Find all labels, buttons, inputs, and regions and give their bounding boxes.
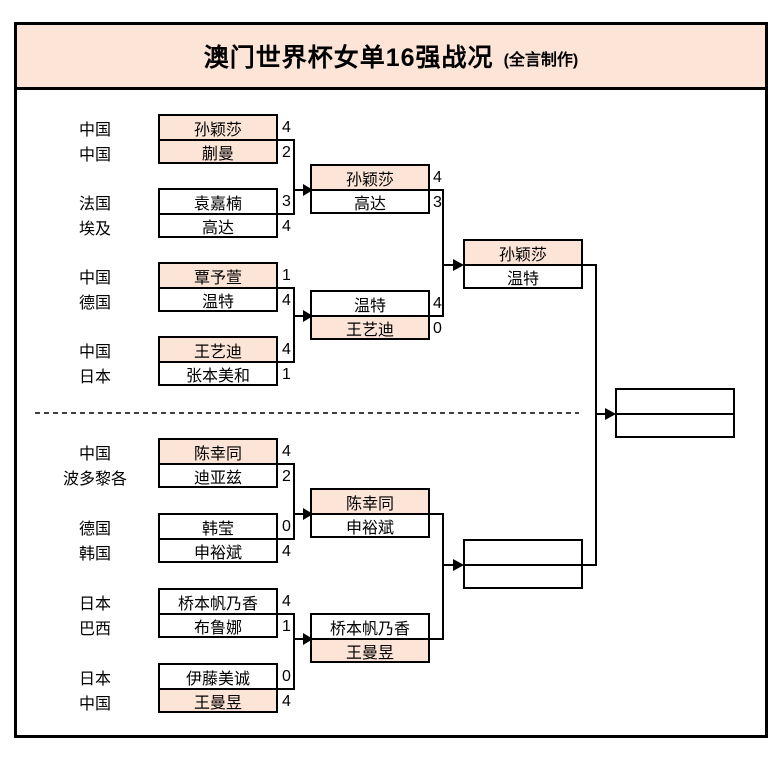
score-label: 0	[282, 517, 291, 535]
score-label: 4	[433, 294, 442, 312]
player-name: 温特	[312, 292, 428, 315]
player-name: 迪亚兹	[160, 463, 276, 486]
player-name: 温特	[160, 287, 276, 310]
connector-arrow-icon	[596, 408, 616, 420]
connector-arrow-icon	[294, 633, 313, 645]
player-name	[617, 390, 733, 413]
player-name: 覃予萱	[160, 264, 276, 287]
country-label: 中国	[78, 695, 111, 713]
score-label: 3	[433, 193, 442, 211]
country-label: 日本	[78, 595, 111, 613]
score-label: 4	[433, 168, 442, 186]
connector-bracket	[583, 264, 597, 566]
player-name: 申裕斌	[160, 538, 276, 561]
connector-bracket	[430, 513, 444, 640]
country-label: 中国	[78, 343, 111, 361]
r16-match-2: 袁嘉楠 高达	[158, 188, 278, 238]
score-label: 0	[282, 667, 291, 685]
country-label: 德国	[78, 520, 111, 538]
connector-bracket	[278, 463, 295, 540]
connector-arrow-icon	[294, 310, 313, 322]
connector-arrow-icon	[443, 259, 464, 271]
country-label: 法国	[78, 195, 111, 213]
r16-match-8: 伊藤美诚 王曼昱	[158, 663, 278, 713]
score-label: 2	[282, 467, 291, 485]
connector-bracket	[278, 287, 295, 363]
qf-match-3: 陈幸同 申裕斌	[310, 488, 430, 538]
score-label: 1	[282, 266, 291, 284]
score-label: 0	[433, 319, 442, 337]
player-name	[465, 541, 581, 564]
r16-match-3: 覃予萱 温特	[158, 262, 278, 312]
country-label: 中国	[78, 121, 111, 139]
player-name: 陈幸同	[160, 440, 276, 463]
player-name: 王曼昱	[312, 638, 428, 661]
chart-credit: (全言制作)	[503, 52, 579, 69]
player-name: 桥本帆乃香	[312, 615, 428, 638]
connector-arrow-icon	[443, 559, 464, 571]
score-label: 4	[282, 217, 291, 235]
country-label: 中国	[78, 269, 111, 287]
r16-match-5: 陈幸同 迪亚兹	[158, 438, 278, 488]
player-name	[465, 564, 581, 587]
country-label: 韩国	[78, 545, 111, 563]
player-name: 陈幸同	[312, 490, 428, 513]
player-name: 袁嘉楠	[160, 190, 276, 213]
country-label: 德国	[78, 294, 111, 312]
score-label: 3	[282, 192, 291, 210]
r16-match-7: 桥本帆乃香 布鲁娜	[158, 588, 278, 638]
player-name: 高达	[312, 189, 428, 212]
connector-arrow-icon	[294, 508, 313, 520]
player-name: 王艺迪	[160, 338, 276, 361]
country-label: 埃及	[78, 220, 111, 238]
qf-match-1: 孙颖莎 高达	[310, 164, 430, 214]
player-name: 张本美和	[160, 361, 276, 384]
score-label: 4	[282, 442, 291, 460]
connector-bracket	[278, 139, 295, 215]
player-name: 孙颖莎	[312, 166, 428, 189]
player-name: 孙颖莎	[465, 241, 581, 264]
chart-title: 澳门世界杯女单16强战况	[203, 44, 494, 72]
r16-match-6: 韩莹 申裕斌	[158, 513, 278, 563]
player-name: 高达	[160, 213, 276, 236]
score-label: 4	[282, 692, 291, 710]
player-name: 王艺迪	[312, 315, 428, 338]
score-label: 1	[282, 365, 291, 383]
r16-match-1: 孙颖莎 蒯曼	[158, 114, 278, 164]
connector-bracket	[430, 189, 444, 317]
connector-bracket	[278, 613, 295, 690]
player-name: 伊藤美诚	[160, 665, 276, 688]
sf-match-2	[463, 539, 583, 589]
player-name: 桥本帆乃香	[160, 590, 276, 613]
country-label: 中国	[78, 146, 111, 164]
score-label: 4	[282, 291, 291, 309]
player-name: 温特	[465, 264, 581, 287]
player-name: 蒯曼	[160, 139, 276, 162]
qf-match-2: 温特 王艺迪	[310, 290, 430, 340]
score-label: 4	[282, 340, 291, 358]
score-label: 4	[282, 118, 291, 136]
player-name: 韩莹	[160, 515, 276, 538]
score-label: 4	[282, 542, 291, 560]
sf-match-1: 孙颖莎 温特	[463, 239, 583, 289]
player-name: 王曼昱	[160, 688, 276, 711]
country-label: 中国	[78, 445, 111, 463]
player-name: 孙颖莎	[160, 116, 276, 139]
r16-match-4: 王艺迪 张本美和	[158, 336, 278, 386]
qf-match-4: 桥本帆乃香 王曼昱	[310, 613, 430, 663]
final-match	[615, 388, 735, 438]
player-name	[617, 413, 733, 436]
score-label: 1	[282, 617, 291, 635]
player-name: 布鲁娜	[160, 613, 276, 636]
score-label: 2	[282, 143, 291, 161]
country-label: 日本	[78, 670, 111, 688]
country-label: 日本	[78, 368, 111, 386]
country-label: 波多黎各	[62, 470, 127, 488]
country-label: 巴西	[78, 620, 111, 638]
score-label: 4	[282, 592, 291, 610]
player-name: 申裕斌	[312, 513, 428, 536]
connector-arrow-icon	[294, 184, 313, 196]
title-bar: 澳门世界杯女单16强战况 (全言制作)	[17, 25, 765, 90]
